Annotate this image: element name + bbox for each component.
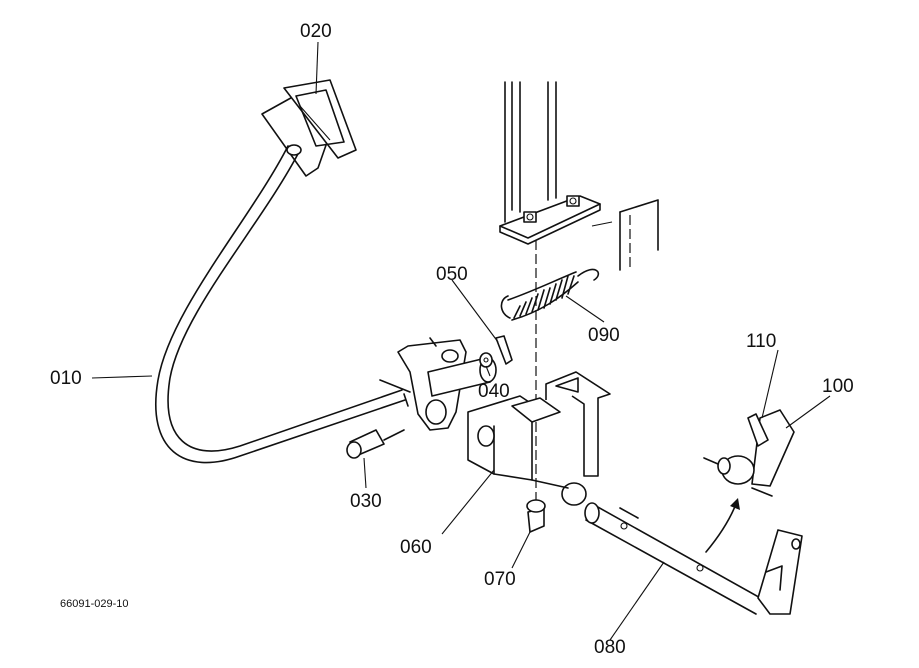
label-030: 030 xyxy=(350,491,382,512)
label-070: 070 xyxy=(484,569,516,590)
lever-shaft xyxy=(584,498,803,615)
pedal-pad xyxy=(261,79,357,177)
label-050: 050 xyxy=(436,264,468,285)
connecting-arm xyxy=(703,409,795,497)
frame-post xyxy=(499,81,659,271)
stopper-bracket xyxy=(467,371,611,506)
label-110: 110 xyxy=(746,331,776,352)
label-040: 040 xyxy=(478,381,510,402)
return-spring xyxy=(500,268,600,321)
label-020: 020 xyxy=(300,21,332,42)
pedal-arm xyxy=(155,144,406,464)
label-010: 010 xyxy=(50,368,82,389)
leader-lines xyxy=(91,41,831,641)
figure-code: 66091-029-10 xyxy=(60,598,129,610)
bolt-070 xyxy=(526,499,546,533)
pin-and-washer xyxy=(479,335,513,368)
label-090: 090 xyxy=(588,325,620,346)
bolt-030 xyxy=(346,429,405,459)
part-labels: 020 010 030 040 050 060 070 080 090 100 … xyxy=(50,21,854,658)
label-080: 080 xyxy=(594,637,626,658)
label-100: 100 xyxy=(822,376,854,397)
label-060: 060 xyxy=(400,537,432,558)
